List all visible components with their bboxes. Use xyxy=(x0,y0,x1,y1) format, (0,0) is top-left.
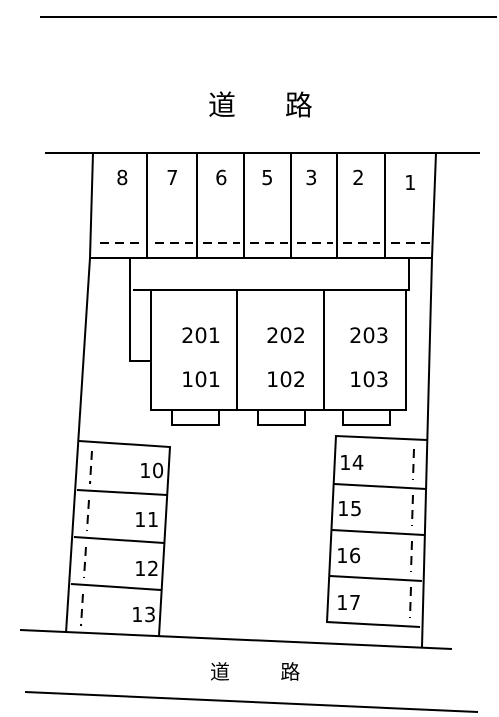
space-divider xyxy=(331,529,425,536)
space-dash xyxy=(409,586,412,619)
corridor-edge-right xyxy=(133,258,410,291)
room-102: 102 xyxy=(266,368,306,392)
space-divider xyxy=(333,483,427,490)
parking-space-12: 12 xyxy=(134,557,159,581)
room-202: 202 xyxy=(266,324,306,348)
room-103: 103 xyxy=(349,368,389,392)
lot-edge-right-upper xyxy=(431,152,437,259)
corridor-edge-left xyxy=(129,258,151,362)
balcony xyxy=(171,409,220,426)
space-dash xyxy=(89,450,93,485)
parking-space-11: 11 xyxy=(134,508,159,532)
top-road-label: 道 路 xyxy=(208,89,333,122)
space-dash xyxy=(412,448,415,481)
lot-edge-right xyxy=(421,257,433,648)
parking-space-6: 6 xyxy=(215,166,228,190)
space-divider xyxy=(329,575,423,582)
room-101: 101 xyxy=(181,368,221,392)
parking-space-17: 17 xyxy=(336,591,361,615)
room-201: 201 xyxy=(181,324,221,348)
left-parking-block xyxy=(78,440,172,637)
parking-space-5: 5 xyxy=(261,166,274,190)
lot-edge-left xyxy=(65,257,91,634)
space-dash xyxy=(83,546,87,579)
bottom-road-edge xyxy=(24,691,479,713)
bottom-road-boundary xyxy=(19,629,453,650)
parking-space-14: 14 xyxy=(339,451,364,475)
parking-space-15: 15 xyxy=(337,497,362,521)
balcony xyxy=(342,409,391,426)
parking-space-10: 10 xyxy=(139,459,164,483)
room-203: 203 xyxy=(349,324,389,348)
right-parking-block xyxy=(325,434,428,628)
parking-space-3: 3 xyxy=(305,166,318,190)
space-divider xyxy=(76,489,168,496)
parking-space-2: 2 xyxy=(352,166,365,190)
parking-space-13: 13 xyxy=(131,603,156,627)
parking-space-16: 16 xyxy=(336,544,361,568)
building xyxy=(150,289,407,411)
bottom-road-label: 道 路 xyxy=(210,660,322,684)
space-dash xyxy=(410,540,413,573)
space-dash xyxy=(80,593,84,627)
parking-space-7: 7 xyxy=(166,166,179,190)
lot-edge-left-upper xyxy=(89,152,94,259)
space-divider xyxy=(70,583,162,591)
balcony xyxy=(257,409,306,426)
parking-space-8: 8 xyxy=(116,166,129,190)
space-divider xyxy=(73,536,165,544)
space-dash xyxy=(411,494,414,527)
parking-space-1: 1 xyxy=(404,171,417,195)
space-dash xyxy=(86,499,90,532)
